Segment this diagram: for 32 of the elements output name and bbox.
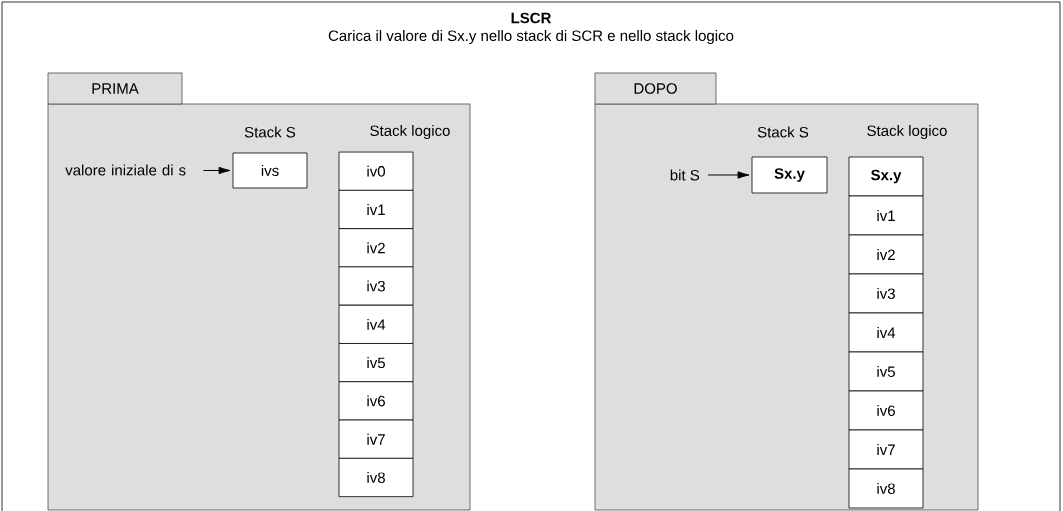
node-label: PRIMA <box>92 83 139 94</box>
column-heading: Stack S <box>757 126 809 138</box>
title: LSCR <box>511 12 552 24</box>
stack-cell: iv5 <box>848 351 924 392</box>
stack-cell: iv7 <box>848 429 924 470</box>
stack-cell: iv6 <box>848 390 924 431</box>
node-label: DOPO <box>634 83 677 94</box>
text-label: bit S <box>670 169 700 181</box>
stack-cell: iv4 <box>338 304 414 344</box>
stack-cell: iv2 <box>338 228 414 268</box>
arrow <box>202 166 231 175</box>
stack-cell: iv8 <box>848 468 924 509</box>
stack-cell: Sx.y <box>848 156 924 197</box>
stack-cell: iv3 <box>338 266 414 306</box>
subtitle: Carica il valore di Sx.y nello stack di SCR e nello stack logico <box>328 30 734 44</box>
stack-cell: iv1 <box>338 189 414 230</box>
stack-cell: iv5 <box>338 343 414 383</box>
arrow <box>707 171 750 179</box>
stack-cell: iv3 <box>848 273 924 314</box>
stack-cell: ivs <box>232 152 308 189</box>
stack-cell: iv1 <box>848 195 924 236</box>
stack-cell: iv7 <box>338 419 414 459</box>
text-label: valore iniziale di s <box>65 164 186 176</box>
column-heading: Stack logico <box>867 125 947 139</box>
column-heading: Stack logico <box>370 125 450 139</box>
stack-cell: iv8 <box>338 457 414 498</box>
stack-cell: iv2 <box>848 234 924 275</box>
column-heading: Stack S <box>244 126 296 138</box>
stack-cell: iv0 <box>338 151 414 191</box>
stack-cell: Sx.y <box>751 156 828 194</box>
stack-cell: iv6 <box>338 381 414 421</box>
stack-cell: iv4 <box>848 312 924 353</box>
